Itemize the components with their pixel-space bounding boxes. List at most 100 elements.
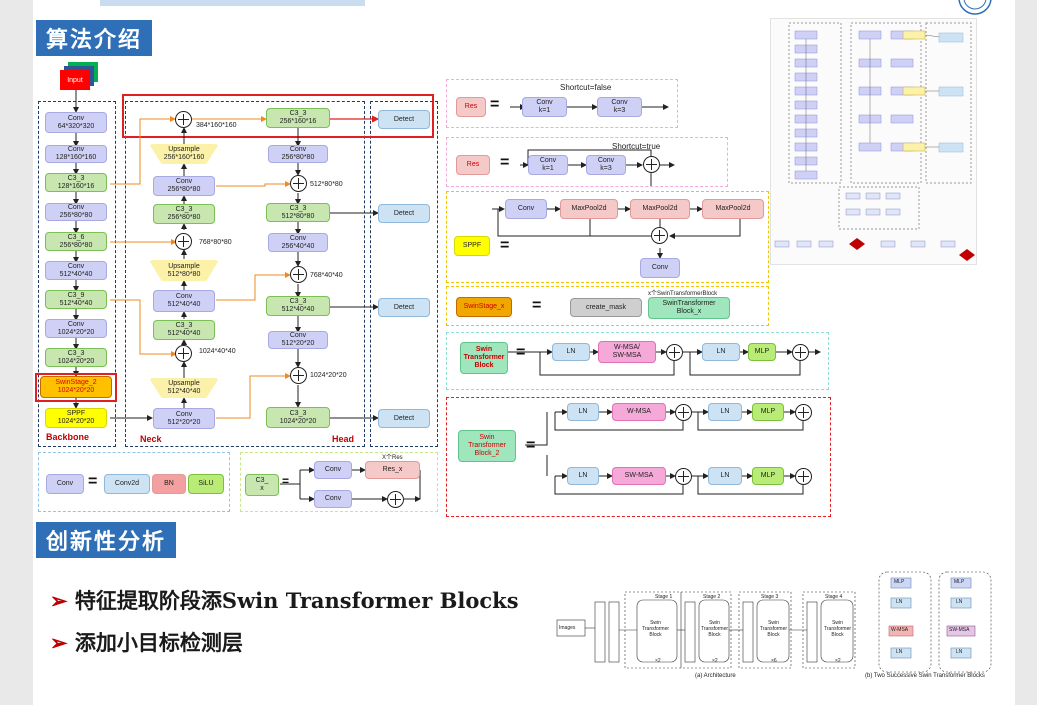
head-c3-2: C3_3 512*80*80 (266, 203, 330, 222)
arch-ln-3: LN (896, 649, 903, 655)
bullet-2-marker: ➢ (50, 630, 68, 655)
sppf-equals: = (500, 237, 510, 254)
reference-architecture-thumbnail (770, 18, 977, 265)
backbone-box (38, 101, 116, 447)
swinblock2-ln-2: LN (708, 403, 742, 421)
sppf-box (446, 191, 769, 283)
detect-3: Detect (378, 298, 430, 317)
neck-upsample-2: Upsample 512*80*80 (149, 260, 219, 281)
res-false-title: Shortcut=false (560, 83, 612, 92)
swinblock-add-2 (792, 344, 809, 361)
sppf-concat (651, 227, 668, 244)
conv-def-bn: BN (152, 474, 186, 494)
arch-block-2: Swin Transformer Block (701, 620, 729, 638)
conv-def-equals: = (88, 473, 98, 490)
swinblock-equals: = (516, 344, 526, 361)
head-conv-1: Conv 256*80*80 (268, 145, 328, 163)
sppf-label: SPPF (454, 236, 490, 256)
swinblock2-add-4 (795, 468, 812, 485)
backbone-c3-3b: C3_3 1024*20*20 (45, 348, 107, 367)
head-conv-2: Conv 256*40*40 (268, 233, 328, 252)
university-logo (958, 0, 992, 15)
neck-c3-1: C3_3 256*80*80 (153, 204, 215, 224)
res-false-conv-2: Conv k=3 (597, 97, 642, 117)
swinblock2-add-3 (675, 468, 692, 485)
swinblock-mlp: MLP (748, 343, 776, 361)
arch-mult-3: ×6 (771, 658, 777, 664)
swinblock2-label: Swin Transformer Block_2 (458, 430, 516, 462)
detect-2: Detect (378, 204, 430, 223)
arch-mult-2: ×2 (712, 658, 718, 664)
bullet-1-marker: ➢ (50, 588, 68, 613)
bullet-1-text: 特征提取阶段添Swin Transformer Blocks (74, 588, 519, 613)
arch-caption-a: (a) Architecture (695, 673, 736, 679)
conv-def-conv2d: Conv2d (104, 474, 150, 494)
sppf-conv-1: Conv (505, 199, 547, 219)
arch-swmsa: SW-MSA (949, 627, 970, 633)
arch-ln-4: LN (956, 649, 963, 655)
head-concat-2 (290, 266, 307, 283)
sppf-maxpool-1: MaxPool2d (560, 199, 618, 219)
c3-def-add (387, 491, 404, 508)
detect-4: Detect (378, 409, 430, 428)
neck-conv-1: Conv 256*80*80 (153, 176, 215, 196)
swinblock2-add-1 (675, 404, 692, 421)
head-concat-1 (290, 175, 307, 192)
arch-ln-1: LN (896, 599, 903, 605)
detect-1: Detect (378, 110, 430, 129)
neck-concat-2 (175, 233, 192, 250)
neck-conv-3: Conv 512*20*20 (153, 408, 215, 429)
swin-architecture-svg (556, 571, 992, 673)
swinblock2-add-2 (795, 404, 812, 421)
neck-dim-3: 1024*40*40 (199, 348, 236, 355)
neck-concat-1 (175, 111, 192, 128)
arch-ln-2: LN (956, 599, 963, 605)
swinblock2-box (446, 397, 831, 517)
section-header-innovation: 创新性分析 (36, 522, 177, 558)
res-false-conv-1: Conv k=1 (522, 97, 567, 117)
section-header-algorithm: 算法介绍 (36, 20, 153, 56)
c3-def-note: X个Res (382, 455, 403, 461)
input-layer: Input (60, 70, 90, 90)
res-true-conv-2: Conv k=3 (586, 155, 626, 175)
title-bar-fragment (100, 0, 365, 6)
swinstage-highlight (35, 373, 117, 402)
swinstage-equals: = (532, 297, 542, 314)
arch-block-1: Swin Transformer Block (642, 620, 670, 638)
res-true-label: Res (456, 155, 490, 175)
swinblock-ln-1: LN (552, 343, 590, 361)
res-false-box (446, 79, 678, 128)
backbone-swinstage: SwinStage_2 1024*20*20 (40, 376, 112, 398)
backbone-label: Backbone (46, 432, 90, 442)
head-concat-3 (290, 367, 307, 384)
neck-upsample-1: Upsample 256*160*160 (149, 144, 219, 164)
backbone-conv-1: Conv 64*320*320 (45, 112, 107, 133)
head-c3-4: C3_3 1024*20*20 (266, 407, 330, 428)
backbone-sppf: SPPF 1024*20*20 (45, 408, 107, 428)
backbone-conv-5: Conv 1024*20*20 (45, 319, 107, 338)
arch-caption-b: (b) Two Successive Swin Transformer Bloc… (865, 673, 985, 679)
arch-block-3: Swin Transformer Block (760, 620, 788, 638)
swinblock-label: Swin Transformer Block (460, 342, 508, 374)
arch-wmsa: W-MSA (891, 627, 909, 633)
bullet-2-text: 添加小目标检测层 (74, 630, 243, 655)
swinblock2-swmsa: SW-MSA (612, 467, 666, 485)
c3-def-label: C3_ x (245, 474, 279, 496)
detect-box (370, 101, 438, 447)
swinblock2-wmsa: W-MSA (612, 403, 666, 421)
c3-def-box (240, 452, 438, 512)
bullet-1: ➢ 特征提取阶段添Swin Transformer Blocks (50, 585, 519, 615)
arch-mult-4: ×2 (835, 658, 841, 664)
swinblock2-mlp-1: MLP (752, 403, 784, 421)
sppf-maxpool-2: MaxPool2d (630, 199, 690, 219)
res-false-label: Res (456, 97, 486, 117)
swinstage-note: x个SwinTransformerBlock (648, 291, 718, 297)
swinstage-block: SwinTransformer Block_x (648, 297, 730, 319)
backbone-conv-2: Conv 128*160*160 (45, 145, 107, 163)
backbone-c3-3: C3_3 128*160*16 (45, 173, 107, 192)
swinblock-wmsa: W-MSA/ SW-MSA (598, 341, 656, 363)
head-conv-3: Conv 512*20*20 (268, 331, 328, 349)
swinstage-box (446, 286, 769, 326)
swinblock2-equals: = (526, 437, 536, 454)
swinblock-ln-2: LN (702, 343, 740, 361)
